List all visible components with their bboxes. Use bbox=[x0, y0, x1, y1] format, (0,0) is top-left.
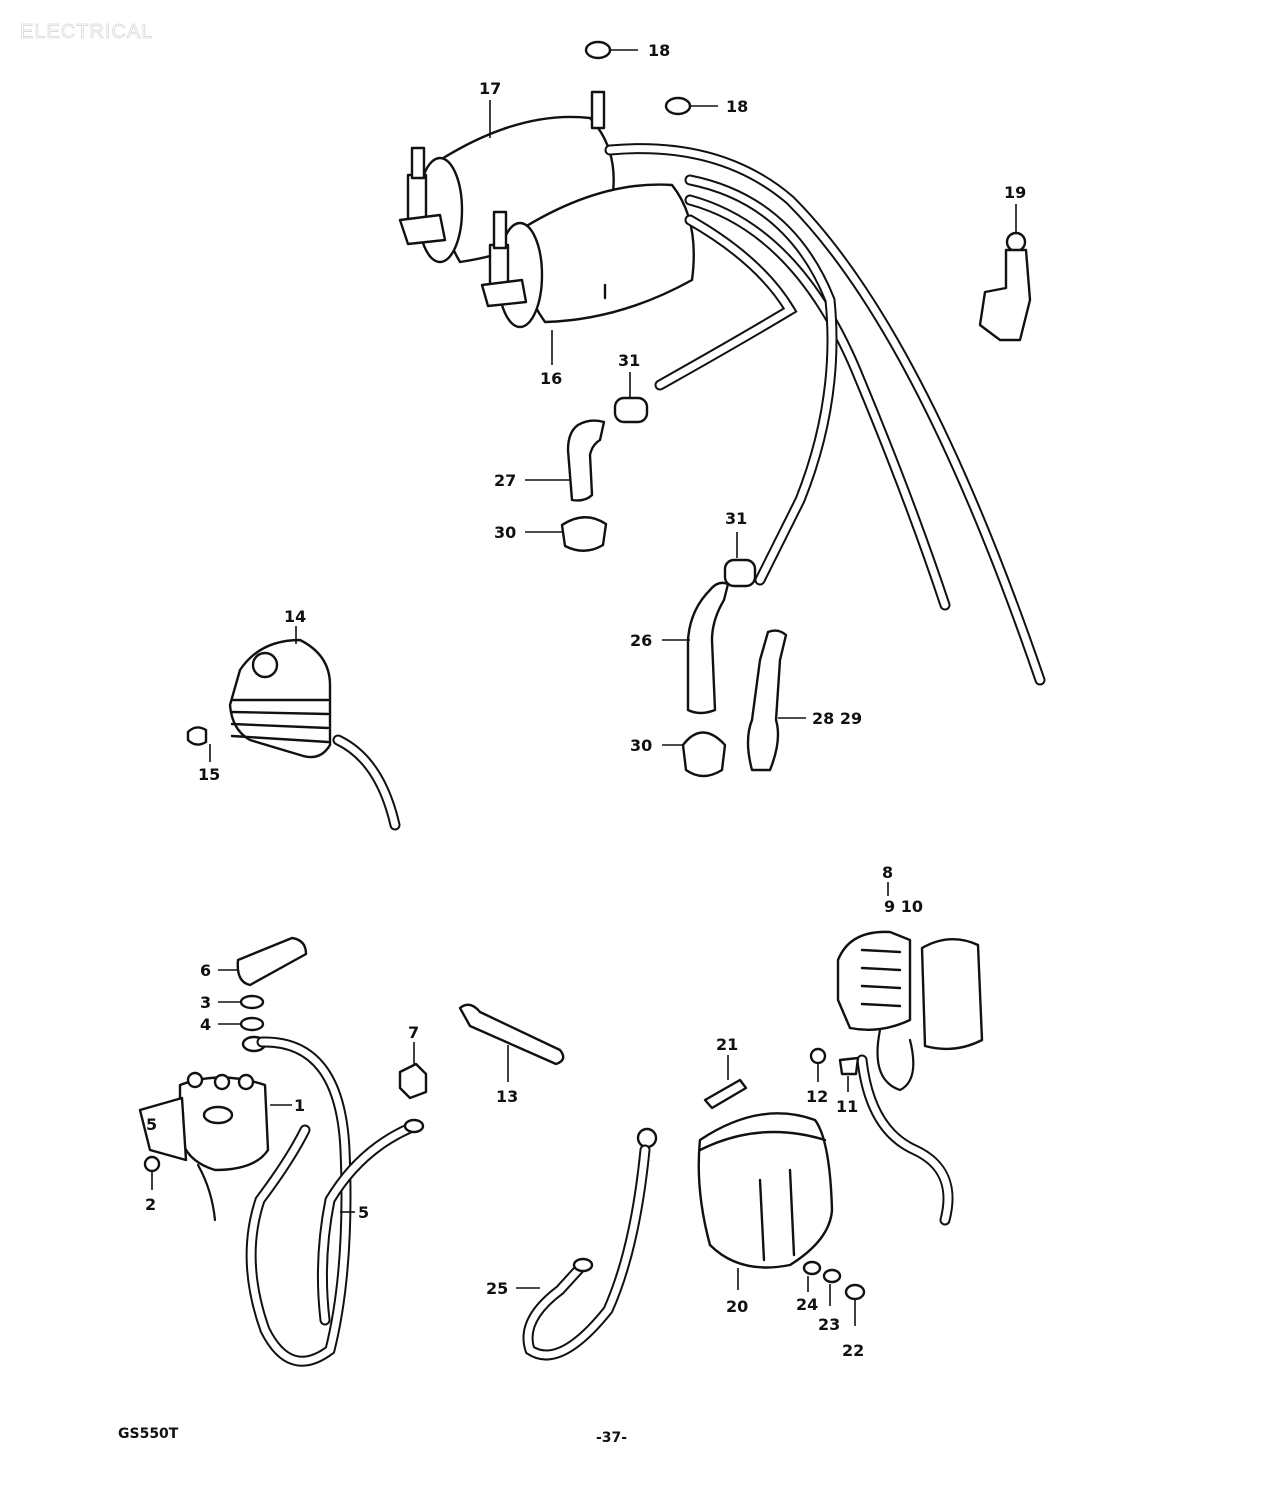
screw-11[interactable] bbox=[838, 1056, 860, 1076]
model-code: GS550T bbox=[118, 1426, 179, 1442]
callout-2: 2 bbox=[145, 1195, 156, 1214]
washer-4[interactable] bbox=[239, 1016, 265, 1032]
igniter-14[interactable] bbox=[228, 638, 401, 831]
fuse-box-cover-9-10[interactable] bbox=[920, 938, 984, 1051]
callout-6: 6 bbox=[200, 961, 211, 980]
callout-16: 16 bbox=[540, 369, 562, 388]
callout-14: 14 bbox=[284, 607, 306, 626]
connector-31-upper[interactable] bbox=[613, 396, 649, 424]
washer-24[interactable] bbox=[802, 1260, 822, 1276]
callout-8: 8 bbox=[882, 863, 893, 882]
plug-cap-cover-30-upper[interactable] bbox=[560, 516, 608, 552]
callout-1: 1 bbox=[294, 1096, 305, 1115]
plug-cap-28-29[interactable] bbox=[746, 629, 788, 772]
callout-7: 7 bbox=[408, 1023, 419, 1042]
cap-18-second[interactable] bbox=[664, 96, 692, 116]
regulator-20[interactable] bbox=[697, 1112, 834, 1269]
fuse-21[interactable] bbox=[703, 1078, 748, 1110]
ignition-coil-16[interactable] bbox=[480, 183, 695, 329]
callout-labels: 18 18 17 19 16 31 27 30 31 26 30 28 29 1… bbox=[145, 41, 1026, 1360]
strap-13[interactable] bbox=[458, 1003, 565, 1066]
callout-27: 27 bbox=[494, 471, 516, 490]
callout-28-29: 28 29 bbox=[812, 709, 862, 728]
callout-30: 30 bbox=[630, 736, 652, 755]
bolt-2[interactable] bbox=[143, 1155, 161, 1173]
fuse-box-8[interactable] bbox=[836, 930, 954, 1226]
callout-31: 31 bbox=[618, 351, 640, 370]
callout-3: 3 bbox=[200, 993, 211, 1012]
washer-23[interactable] bbox=[822, 1268, 842, 1284]
ground-lead-25[interactable] bbox=[522, 1127, 658, 1361]
callout-25: 25 bbox=[486, 1279, 508, 1298]
nut-3[interactable] bbox=[239, 994, 265, 1010]
nut-12[interactable] bbox=[809, 1047, 827, 1065]
callout-21: 21 bbox=[716, 1035, 738, 1054]
callout-18: 18 bbox=[648, 41, 670, 60]
callout-4: 4 bbox=[200, 1015, 211, 1034]
callout-26: 26 bbox=[630, 631, 652, 650]
callout-12: 12 bbox=[806, 1087, 828, 1106]
leader-lines bbox=[151, 49, 1017, 1326]
callout-22: 22 bbox=[842, 1341, 864, 1360]
starter-relay-1[interactable] bbox=[138, 1071, 270, 1222]
callout-18: 18 bbox=[726, 97, 748, 116]
callout-5: 5 bbox=[358, 1203, 369, 1222]
callout-20: 20 bbox=[726, 1297, 748, 1316]
callout-31: 31 bbox=[725, 509, 747, 528]
callout-11: 11 bbox=[836, 1097, 858, 1116]
screw-15[interactable] bbox=[186, 726, 208, 746]
terminal-cap-6[interactable] bbox=[236, 936, 308, 987]
clamp-19[interactable] bbox=[978, 231, 1032, 342]
connector-31-lower[interactable] bbox=[723, 558, 757, 588]
rubber-7[interactable] bbox=[398, 1062, 428, 1100]
callout-9-10: 9 10 bbox=[884, 897, 923, 916]
section-watermark: ELECTRICAL bbox=[20, 21, 153, 43]
battery-cable-5[interactable] bbox=[241, 1035, 425, 1367]
callout-5: 5 bbox=[146, 1115, 157, 1134]
callout-15: 15 bbox=[198, 765, 220, 784]
cap-18-top[interactable] bbox=[584, 40, 612, 60]
callout-19: 19 bbox=[1004, 183, 1026, 202]
plug-cap-cover-30-lower[interactable] bbox=[681, 731, 727, 778]
callout-24: 24 bbox=[796, 1295, 818, 1314]
callout-17: 17 bbox=[479, 79, 501, 98]
page-number: -37- bbox=[596, 1430, 627, 1446]
callout-23: 23 bbox=[818, 1315, 840, 1334]
callout-30: 30 bbox=[494, 523, 516, 542]
plug-cap-26[interactable] bbox=[686, 581, 730, 715]
bolt-22[interactable] bbox=[844, 1283, 866, 1301]
callout-13: 13 bbox=[496, 1087, 518, 1106]
high-tension-leads bbox=[604, 143, 1046, 686]
plug-cap-27[interactable] bbox=[566, 419, 606, 502]
